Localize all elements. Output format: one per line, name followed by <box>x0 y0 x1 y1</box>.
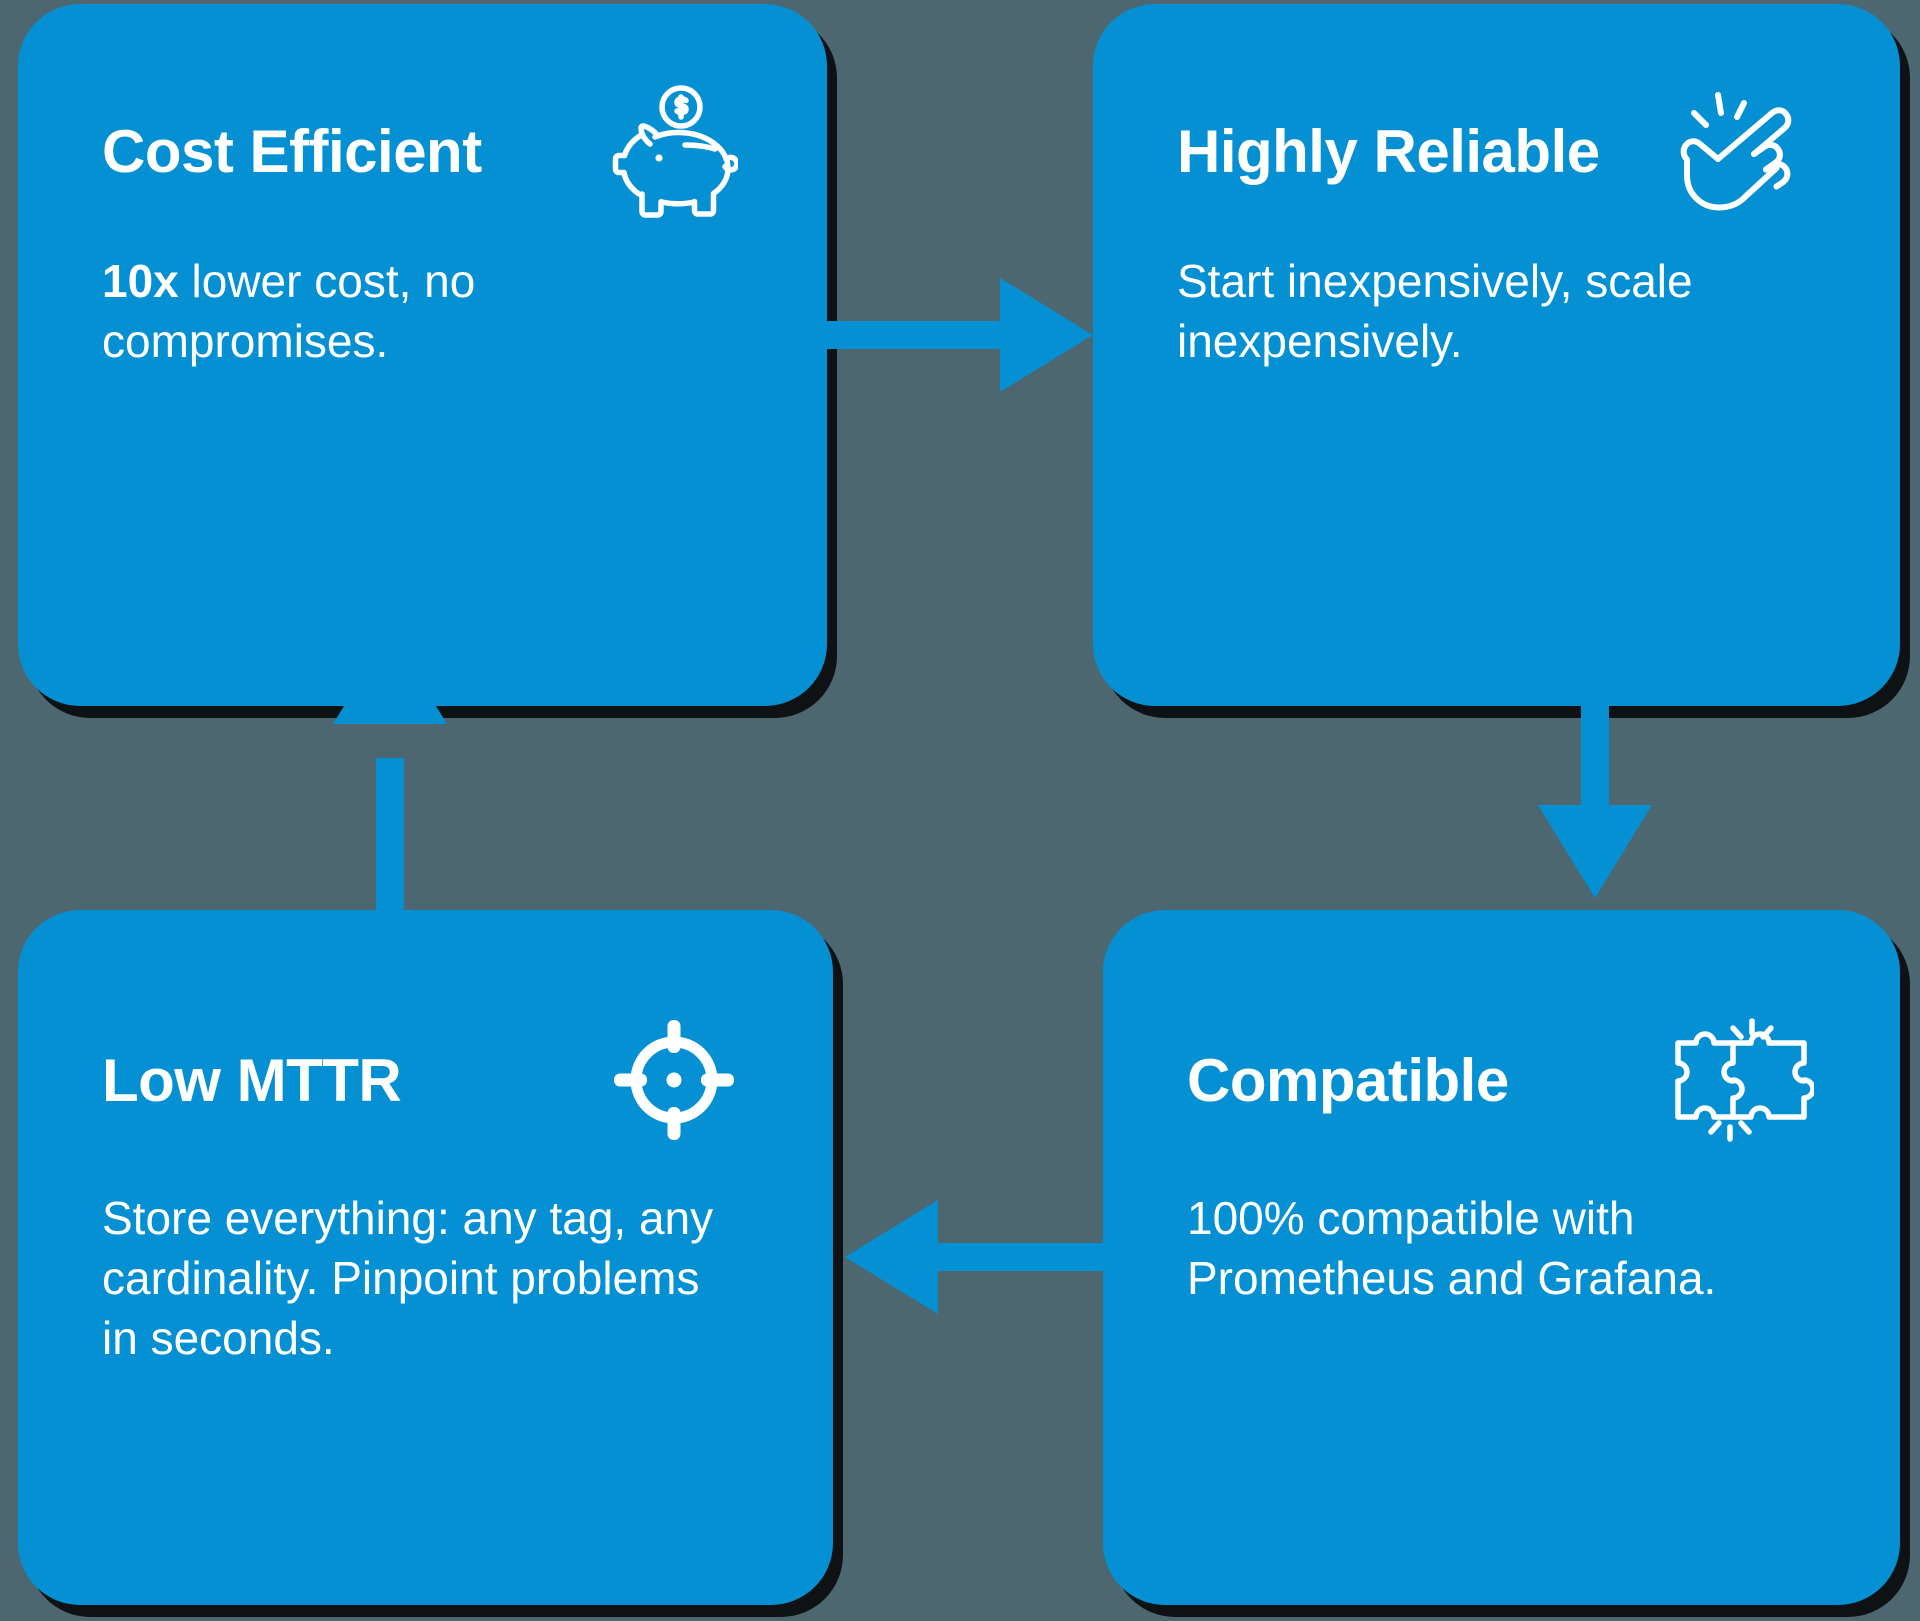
card-description-rest: lower cost, no compromises. <box>102 255 476 367</box>
card-header: Compatible <box>1187 1005 1816 1155</box>
crosshair-target-icon <box>599 1005 749 1155</box>
puzzle-pieces-icon <box>1666 1005 1816 1155</box>
card-header: Highly Reliable <box>1177 76 1816 226</box>
card-description-lead: 10x <box>102 255 179 307</box>
arrow-head-down-icon <box>1538 805 1652 898</box>
arrow-head-right-icon <box>1000 278 1093 392</box>
card-highly-reliable[interactable]: Highly Reliable Start inexpensively, sca… <box>1093 4 1900 706</box>
card-title: Low MTTR <box>102 1046 402 1114</box>
card-cost-efficient[interactable]: Cost Efficient 10x lower cost, no compro… <box>18 4 827 706</box>
arrow-shaft <box>936 1243 1104 1271</box>
piggy-bank-icon <box>593 76 743 226</box>
card-description: 10x lower cost, no compromises. <box>102 252 742 372</box>
card-title: Cost Efficient <box>102 117 482 185</box>
card-compatible[interactable]: Compatible 100% compatible with Promethe… <box>1103 910 1900 1605</box>
card-title: Highly Reliable <box>1177 117 1600 185</box>
arrow-shaft <box>827 321 1005 349</box>
card-description: 100% compatible with Prometheus and Graf… <box>1187 1192 1717 1304</box>
finger-snap-icon <box>1666 76 1816 226</box>
arrow-shaft <box>376 758 404 910</box>
arrow-head-left-icon <box>845 1200 938 1314</box>
card-header: Cost Efficient <box>102 76 743 226</box>
card-title: Compatible <box>1187 1046 1509 1114</box>
card-header: Low MTTR <box>102 1005 749 1155</box>
card-description: Start inexpensively, scale inexpensively… <box>1177 255 1693 367</box>
card-low-mttr[interactable]: Low MTTR Store everything: any tag, any … <box>18 910 833 1605</box>
card-description: Store everything: any tag, any cardinali… <box>102 1192 714 1364</box>
arrow-head-up-icon <box>333 631 447 724</box>
